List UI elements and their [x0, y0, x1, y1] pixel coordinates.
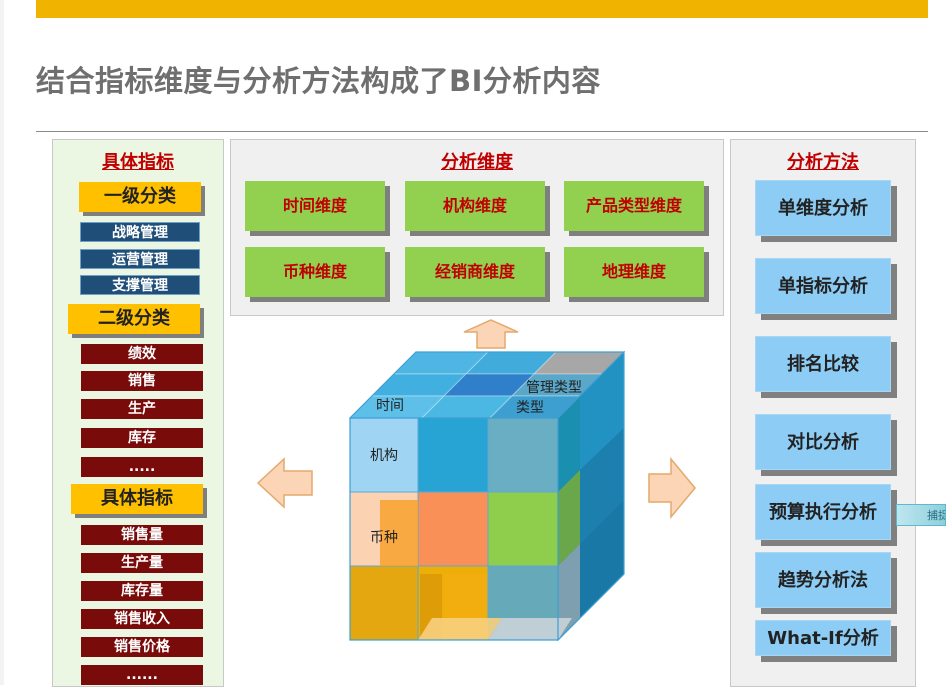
cube-label-org: 机构 [370, 448, 398, 464]
method-box: 对比分析 [755, 414, 891, 470]
top-accent-bar [36, 0, 928, 18]
page-title: 结合指标维度与分析方法构成了BI分析内容 [36, 64, 601, 98]
level3-item: 库存量 [81, 581, 203, 601]
level1-item: 运营管理 [80, 249, 200, 269]
level3-heading: 具体指标 [71, 484, 203, 514]
cube-label-type: 类型 [516, 400, 544, 416]
indicator-panel-title: 具体指标 [102, 152, 174, 173]
level2-item: 生产 [81, 399, 203, 419]
data-cube-diagram: 时间 机构 币种 管理类型 类型 [348, 350, 626, 642]
cube-label-time: 时间 [376, 398, 404, 414]
level2-item: ..... [81, 457, 203, 477]
method-box: 单维度分析 [755, 180, 891, 236]
dimension-panel: 分析维度 时间维度 机构维度 产品类型维度 币种维度 经销商维度 地理维度 [230, 139, 724, 316]
dimension-box: 时间维度 [245, 181, 385, 231]
capture-tab[interactable]: 捕捉 [896, 504, 946, 526]
up-arrow-icon [463, 319, 519, 349]
level3-item: 销售收入 [81, 609, 203, 629]
level2-heading: 二级分类 [68, 304, 200, 334]
dimension-box: 币种维度 [245, 247, 385, 297]
level3-item: 销售量 [81, 525, 203, 545]
method-box: 趋势分析法 [755, 552, 891, 608]
level2-item: 库存 [81, 428, 203, 448]
level1-item: 战略管理 [80, 222, 200, 242]
level1-item: 支撑管理 [80, 275, 200, 295]
level3-item: 生产量 [81, 553, 203, 573]
left-arrow-icon [256, 457, 313, 509]
dimension-box: 产品类型维度 [564, 181, 704, 231]
level2-item: 销售 [81, 371, 203, 391]
level3-item: ...... [81, 665, 203, 685]
method-panel-title: 分析方法 [787, 152, 859, 173]
method-box: 排名比较 [755, 336, 891, 392]
cube-label-mgmt-type: 管理类型 [526, 380, 582, 396]
method-box: What-If分析 [755, 620, 891, 656]
method-box: 预算执行分析 [755, 484, 891, 540]
level1-heading: 一级分类 [79, 182, 201, 212]
method-panel: 分析方法 单维度分析 单指标分析 排名比较 对比分析 预算执行分析 趋势分析法 … [730, 139, 916, 687]
left-edge-strip [0, 0, 4, 685]
dimension-panel-title: 分析维度 [441, 152, 513, 173]
dimension-box: 经销商维度 [405, 247, 545, 297]
method-box: 单指标分析 [755, 258, 891, 314]
level3-item: 销售价格 [81, 637, 203, 657]
title-divider [36, 131, 928, 132]
indicator-panel: 具体指标 一级分类 战略管理 运营管理 支撑管理 二级分类 绩效 销售 生产 库… [52, 139, 224, 687]
dimension-box: 地理维度 [564, 247, 704, 297]
right-arrow-icon [648, 457, 696, 519]
level2-item: 绩效 [81, 344, 203, 364]
cube-label-currency: 币种 [370, 530, 398, 546]
dimension-box: 机构维度 [405, 181, 545, 231]
